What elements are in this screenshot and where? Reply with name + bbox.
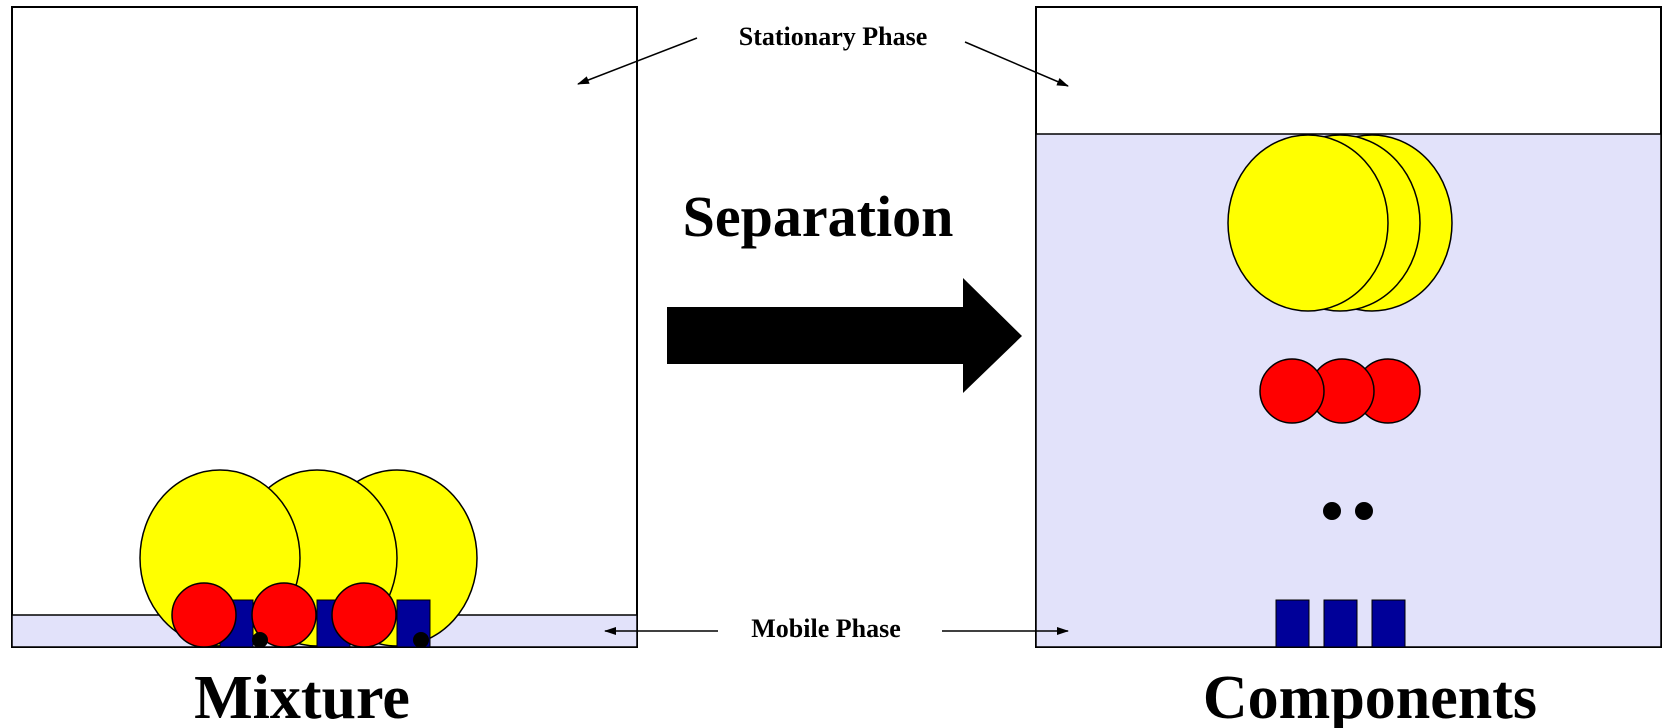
small-component	[413, 632, 429, 648]
small-component	[1355, 502, 1373, 520]
mobile-phase-label: Mobile Phase	[751, 614, 901, 643]
block-component	[1371, 599, 1406, 648]
small-component	[252, 632, 268, 648]
small-component	[1323, 502, 1341, 520]
medium-component	[251, 582, 317, 648]
block-component	[1323, 599, 1358, 648]
components-panel	[1035, 6, 1662, 648]
stationary-phase-pointer-left	[577, 37, 698, 85]
separation-arrow	[667, 278, 1022, 393]
block-component	[1275, 599, 1310, 648]
medium-component	[171, 582, 237, 648]
stationary-phase-label: Stationary Phase	[739, 22, 928, 51]
stationary-phase-pointer-right	[964, 41, 1069, 87]
mixture-panel	[11, 6, 638, 648]
large-component	[1227, 134, 1389, 312]
medium-component	[1259, 358, 1325, 424]
separation-label: Separation	[683, 184, 954, 249]
medium-component	[331, 582, 397, 648]
mixture-label: Mixture	[194, 664, 410, 728]
components-label: Components	[1203, 664, 1537, 728]
